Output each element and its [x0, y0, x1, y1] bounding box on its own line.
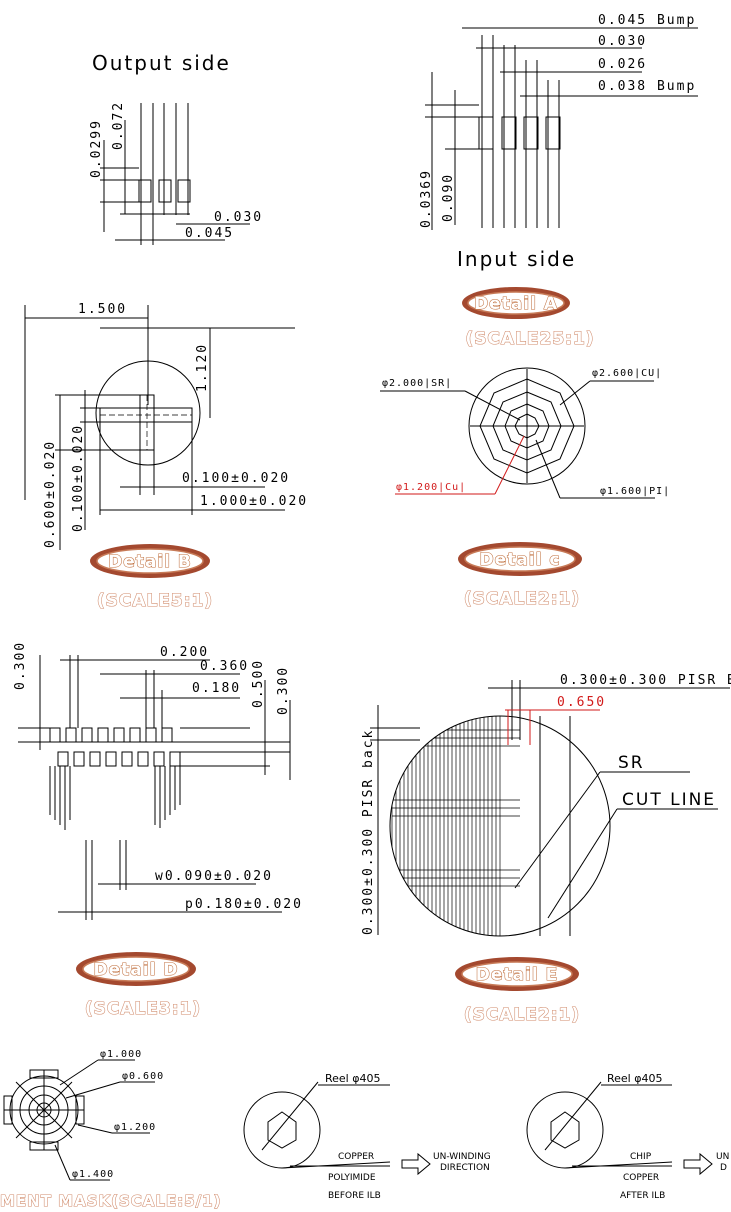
- dim-0100h: 0.100±0.020: [182, 471, 290, 486]
- dim-cu12: φ1.200|Cu|: [396, 482, 466, 493]
- dim-1120: 1.120: [195, 343, 210, 392]
- detail-c-scale: (SCALE2:1): [464, 589, 580, 609]
- dim-0100v: 0.100±0.020: [71, 424, 86, 532]
- dim-0369: 0.0369: [419, 169, 434, 228]
- reel-after-dir2: D: [720, 1163, 727, 1173]
- output-side-label: Output side: [92, 51, 231, 75]
- label-cut-line: CUT LINE: [622, 790, 716, 810]
- reel-before-dir2: DIRECTION: [440, 1163, 490, 1173]
- reel-after-ilb: Reel φ405 CHIP COPPER AFTER ILB UN D: [526, 1072, 729, 1201]
- detail-e-badge: Detail E (SCALE2:1): [455, 957, 580, 1026]
- dim-bump-038: 0.038 Bump: [598, 79, 696, 94]
- dim-e-pisr-back-v: 0.300±0.300 PISR back: [361, 729, 376, 935]
- mask-dim-0600: φ0.600: [122, 1071, 164, 1082]
- dim-d0360: 0.360: [200, 659, 249, 674]
- dim-pi: φ1.600|PI|: [600, 486, 670, 497]
- mask-title: MENT MASK(SCALE:5/1): [0, 1192, 221, 1210]
- mask-dim-1400: φ1.400: [72, 1169, 114, 1180]
- dim-bump-045: 0.045 Bump: [598, 13, 696, 28]
- dim-sr: φ2.000|SR|: [382, 378, 452, 389]
- detail-a-input-side: 0.045 Bump 0.030 0.026 0.038 Bump 0.0369…: [419, 13, 698, 271]
- dim-d0200: 0.200: [160, 645, 209, 660]
- dim-030: 0.030: [598, 34, 647, 49]
- detail-b-scale: (SCALE5:1): [97, 591, 213, 611]
- reel-after-caption: AFTER ILB: [620, 1191, 665, 1201]
- reel-before-top: COPPER: [338, 1152, 374, 1162]
- input-side-label: Input side: [457, 247, 576, 271]
- dim-cu26: φ2.600|CU|: [592, 368, 662, 379]
- reel-after-dir1: UN: [716, 1152, 729, 1162]
- detail-d-badge: Detail D (SCALE3:1): [76, 952, 201, 1020]
- detail-d-title: Detail D: [94, 960, 179, 980]
- reel-after-top: CHIP: [630, 1152, 652, 1162]
- dim-1000: 1.000±0.020: [200, 494, 308, 509]
- detail-b-badge: Detail B (SCALE5:1): [90, 544, 213, 612]
- detail-b: 1.500 1.120 0.600±0.020 0.100±0.020 0.10…: [24, 302, 308, 550]
- detail-e: 0.300±0.300 PISR Back 0.650 0.300±0.300 …: [361, 673, 731, 937]
- detail-b-title: Detail B: [108, 552, 192, 572]
- detail-d-top-pads: [49, 727, 173, 743]
- reel-before-ilb: Reel φ405 COPPER POLYIMIDE BEFORE ILB UN…: [243, 1072, 491, 1201]
- detail-e-title: Detail E: [476, 965, 558, 985]
- detail-c-title: Detail c: [480, 550, 561, 570]
- dim-0299: 0.0299: [89, 119, 104, 178]
- dim-026: 0.026: [598, 57, 647, 72]
- reel-before-caption: BEFORE ILB: [328, 1191, 381, 1201]
- dim-d0180: 0.180: [192, 681, 241, 696]
- dim-1500: 1.500: [78, 302, 127, 317]
- detail-e-scale: (SCALE2:1): [464, 1005, 580, 1025]
- mask-dim-1200: φ1.200: [114, 1122, 156, 1133]
- reel-before-bottom: POLYIMIDE: [328, 1173, 376, 1183]
- dim-e-pisr-back-h: 0.300±0.300 PISR Back: [560, 673, 731, 688]
- detail-c-badge: Detail c (SCALE2:1): [458, 542, 582, 610]
- dim-0600: 0.600±0.020: [43, 440, 58, 548]
- dim-p: p0.180±0.020: [185, 897, 303, 912]
- dim-o045: 0.045: [185, 226, 234, 241]
- detail-a-badge: Detail A (SCALE25:1): [462, 287, 594, 350]
- detail-e-hatch: [391, 716, 520, 936]
- mask-dim-1000: φ1.000: [100, 1049, 142, 1060]
- reel-after-label: Reel φ405: [607, 1072, 663, 1085]
- detail-d-scale: (SCALE3:1): [85, 999, 201, 1019]
- reel-before-label: Reel φ405: [325, 1072, 381, 1085]
- dim-e-0650: 0.650: [557, 695, 606, 710]
- reel-before-dir1: UN-WINDING: [433, 1152, 491, 1162]
- detail-d: 0.300 0.200 0.360 0.180 0.500 0.300 w0.0…: [13, 641, 303, 920]
- dim-d0300a: 0.300: [13, 641, 28, 690]
- detail-a-output-side: Output side 0.0299 0.072 0.030 0.045: [89, 51, 263, 245]
- dim-w: w0.090±0.020: [155, 869, 273, 884]
- dim-090: 0.090: [441, 173, 456, 222]
- detail-c: φ2.000|SR| φ2.600|CU| φ1.200|Cu| φ1.600|…: [380, 367, 670, 499]
- detail-a-scale: (SCALE25:1): [465, 329, 594, 349]
- dim-072: 0.072: [111, 101, 126, 150]
- dim-d0300b: 0.300: [276, 666, 291, 715]
- detail-a-title: Detail A: [474, 294, 558, 314]
- dim-o030: 0.030: [214, 210, 263, 225]
- detail-d-bottom-pads: [57, 751, 181, 767]
- reel-after-bottom: COPPER: [623, 1173, 659, 1183]
- alignment-mask: φ1.000 φ0.600 φ1.200 φ1.400 MENT MASK(SC…: [0, 1049, 221, 1211]
- label-sr: SR: [618, 753, 645, 773]
- dim-d0500: 0.500: [251, 659, 266, 708]
